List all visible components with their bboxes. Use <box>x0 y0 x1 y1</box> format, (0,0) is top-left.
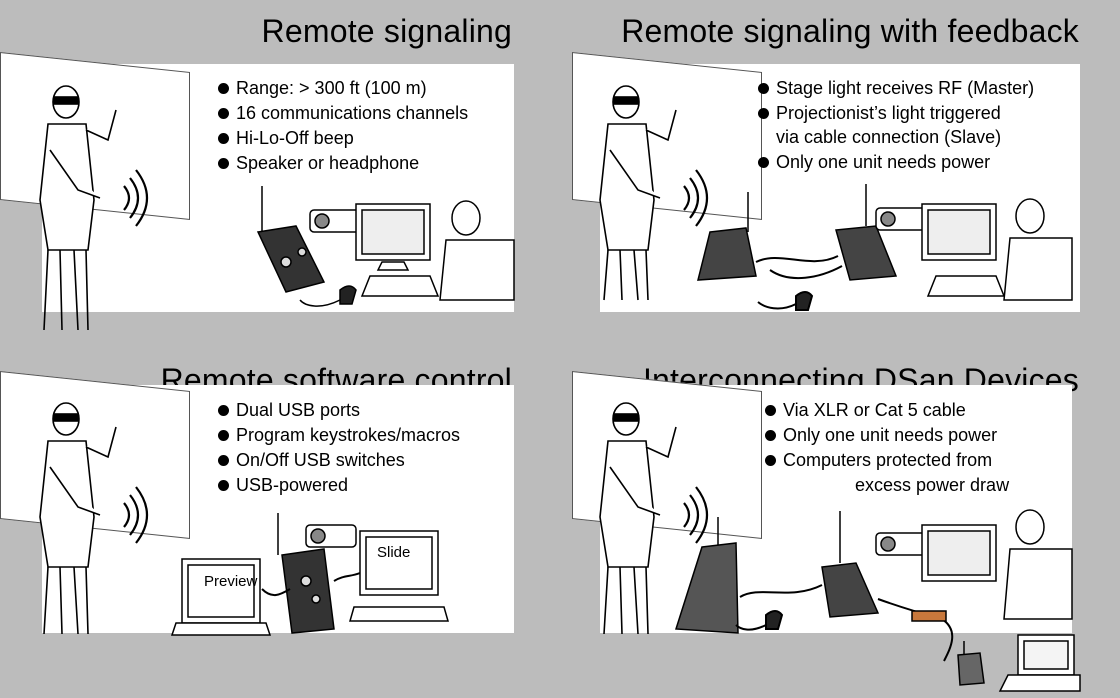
dsan-slave-device <box>821 511 880 618</box>
list-item: Program keystrokes/macros <box>218 423 460 448</box>
feature-list: Range: > 300 ft (100 m) 16 communication… <box>218 76 468 176</box>
presenter-figure <box>39 85 117 331</box>
signal-waves-icon <box>683 169 708 227</box>
operator-figure <box>1003 509 1073 620</box>
signal-waves-icon <box>123 169 148 227</box>
bullet-dot-icon <box>218 455 229 466</box>
preview-monitor-label: Preview <box>204 573 258 590</box>
projector-icon <box>309 209 361 233</box>
operator-figure <box>439 200 515 301</box>
quadrant-title: Remote signaling with feedback <box>621 13 1079 49</box>
quadrant-remote-signaling-feedback: Remote signaling with feedback <box>560 0 1120 349</box>
list-item: Speaker or headphone <box>218 151 468 176</box>
list-item-continued: via cable connection (Slave) <box>776 127 1002 147</box>
usb-cable <box>261 572 361 596</box>
slave-receiver-device <box>835 184 898 281</box>
presenter-scene <box>39 85 515 331</box>
bullet-dot-icon <box>765 455 776 466</box>
list-item: Only one unit needs power <box>765 423 1009 448</box>
connection-cable <box>755 255 843 311</box>
bullet-dot-icon <box>218 480 229 491</box>
slide-monitor-label: Slide <box>377 544 411 561</box>
bullet-dot-icon <box>758 157 769 168</box>
dsan-master-device <box>674 517 739 634</box>
receiver-device <box>256 186 357 307</box>
usb-controller-device <box>277 513 335 634</box>
presenter-figure <box>599 402 677 635</box>
bullet-dot-icon <box>765 430 776 441</box>
presenter-scene <box>39 402 449 636</box>
bullet-dot-icon <box>218 158 229 169</box>
list-item: On/Off USB switches <box>218 448 460 473</box>
computer-monitor-icon <box>355 203 440 297</box>
signal-waves-icon <box>683 486 708 544</box>
bullet-dot-icon <box>218 405 229 416</box>
list-item: Range: > 300 ft (100 m) <box>218 76 468 101</box>
bullet-dot-icon <box>765 405 776 416</box>
computer-monitor-icon <box>921 524 997 582</box>
laptop-icon <box>998 634 1081 692</box>
list-item: 16 communications channels <box>218 101 468 126</box>
presenter-scene <box>599 85 1073 311</box>
quadrant-title: Remote signaling <box>261 13 512 49</box>
feature-list: Via XLR or Cat 5 cable Only one unit nee… <box>765 398 1009 498</box>
list-item-continued: excess power draw <box>855 475 1010 495</box>
bullet-dot-icon <box>218 133 229 144</box>
master-receiver-device <box>697 192 757 281</box>
presenter-figure <box>599 85 677 301</box>
list-item: Hi-Lo-Off beep <box>218 126 468 151</box>
receiver-unit-icon <box>957 641 985 686</box>
operator-figure <box>1003 198 1073 301</box>
projector-icon <box>305 524 357 548</box>
presenter-scene <box>599 402 1081 692</box>
preview-monitor-icon <box>170 558 272 636</box>
feature-list: Stage light receives RF (Master) Project… <box>758 76 1034 175</box>
computer-monitor-icon <box>921 203 1006 297</box>
bullet-dot-icon <box>218 83 229 94</box>
presenter-figure <box>39 402 117 635</box>
projector-icon <box>875 207 927 231</box>
quadrant-remote-software-control: Remote software control <box>0 349 560 698</box>
usb-adapter-icon <box>911 610 947 622</box>
quadrant-remote-signaling: Remote signaling <box>0 0 560 349</box>
list-item: USB-powered <box>218 473 460 498</box>
list-item: Projectionist’s light triggered <box>758 101 1034 126</box>
bullet-dot-icon <box>758 83 769 94</box>
quadrant-interconnecting-devices: Interconnecting DSan Devices <box>560 349 1120 698</box>
bullet-dot-icon <box>758 108 769 119</box>
slide-monitor-icon <box>349 530 449 622</box>
bullet-dot-icon <box>218 108 229 119</box>
list-item: Only one unit needs power <box>758 150 1034 175</box>
list-item: Via XLR or Cat 5 cable <box>765 398 1009 423</box>
bullet-dot-icon <box>218 430 229 441</box>
list-item: Dual USB ports <box>218 398 460 423</box>
list-item: Computers protected from <box>765 448 1009 473</box>
list-item: Stage light receives RF (Master) <box>758 76 1034 101</box>
projector-icon <box>875 532 927 556</box>
signal-waves-icon <box>123 486 148 544</box>
feature-list: Dual USB ports Program keystrokes/macros… <box>218 398 460 498</box>
